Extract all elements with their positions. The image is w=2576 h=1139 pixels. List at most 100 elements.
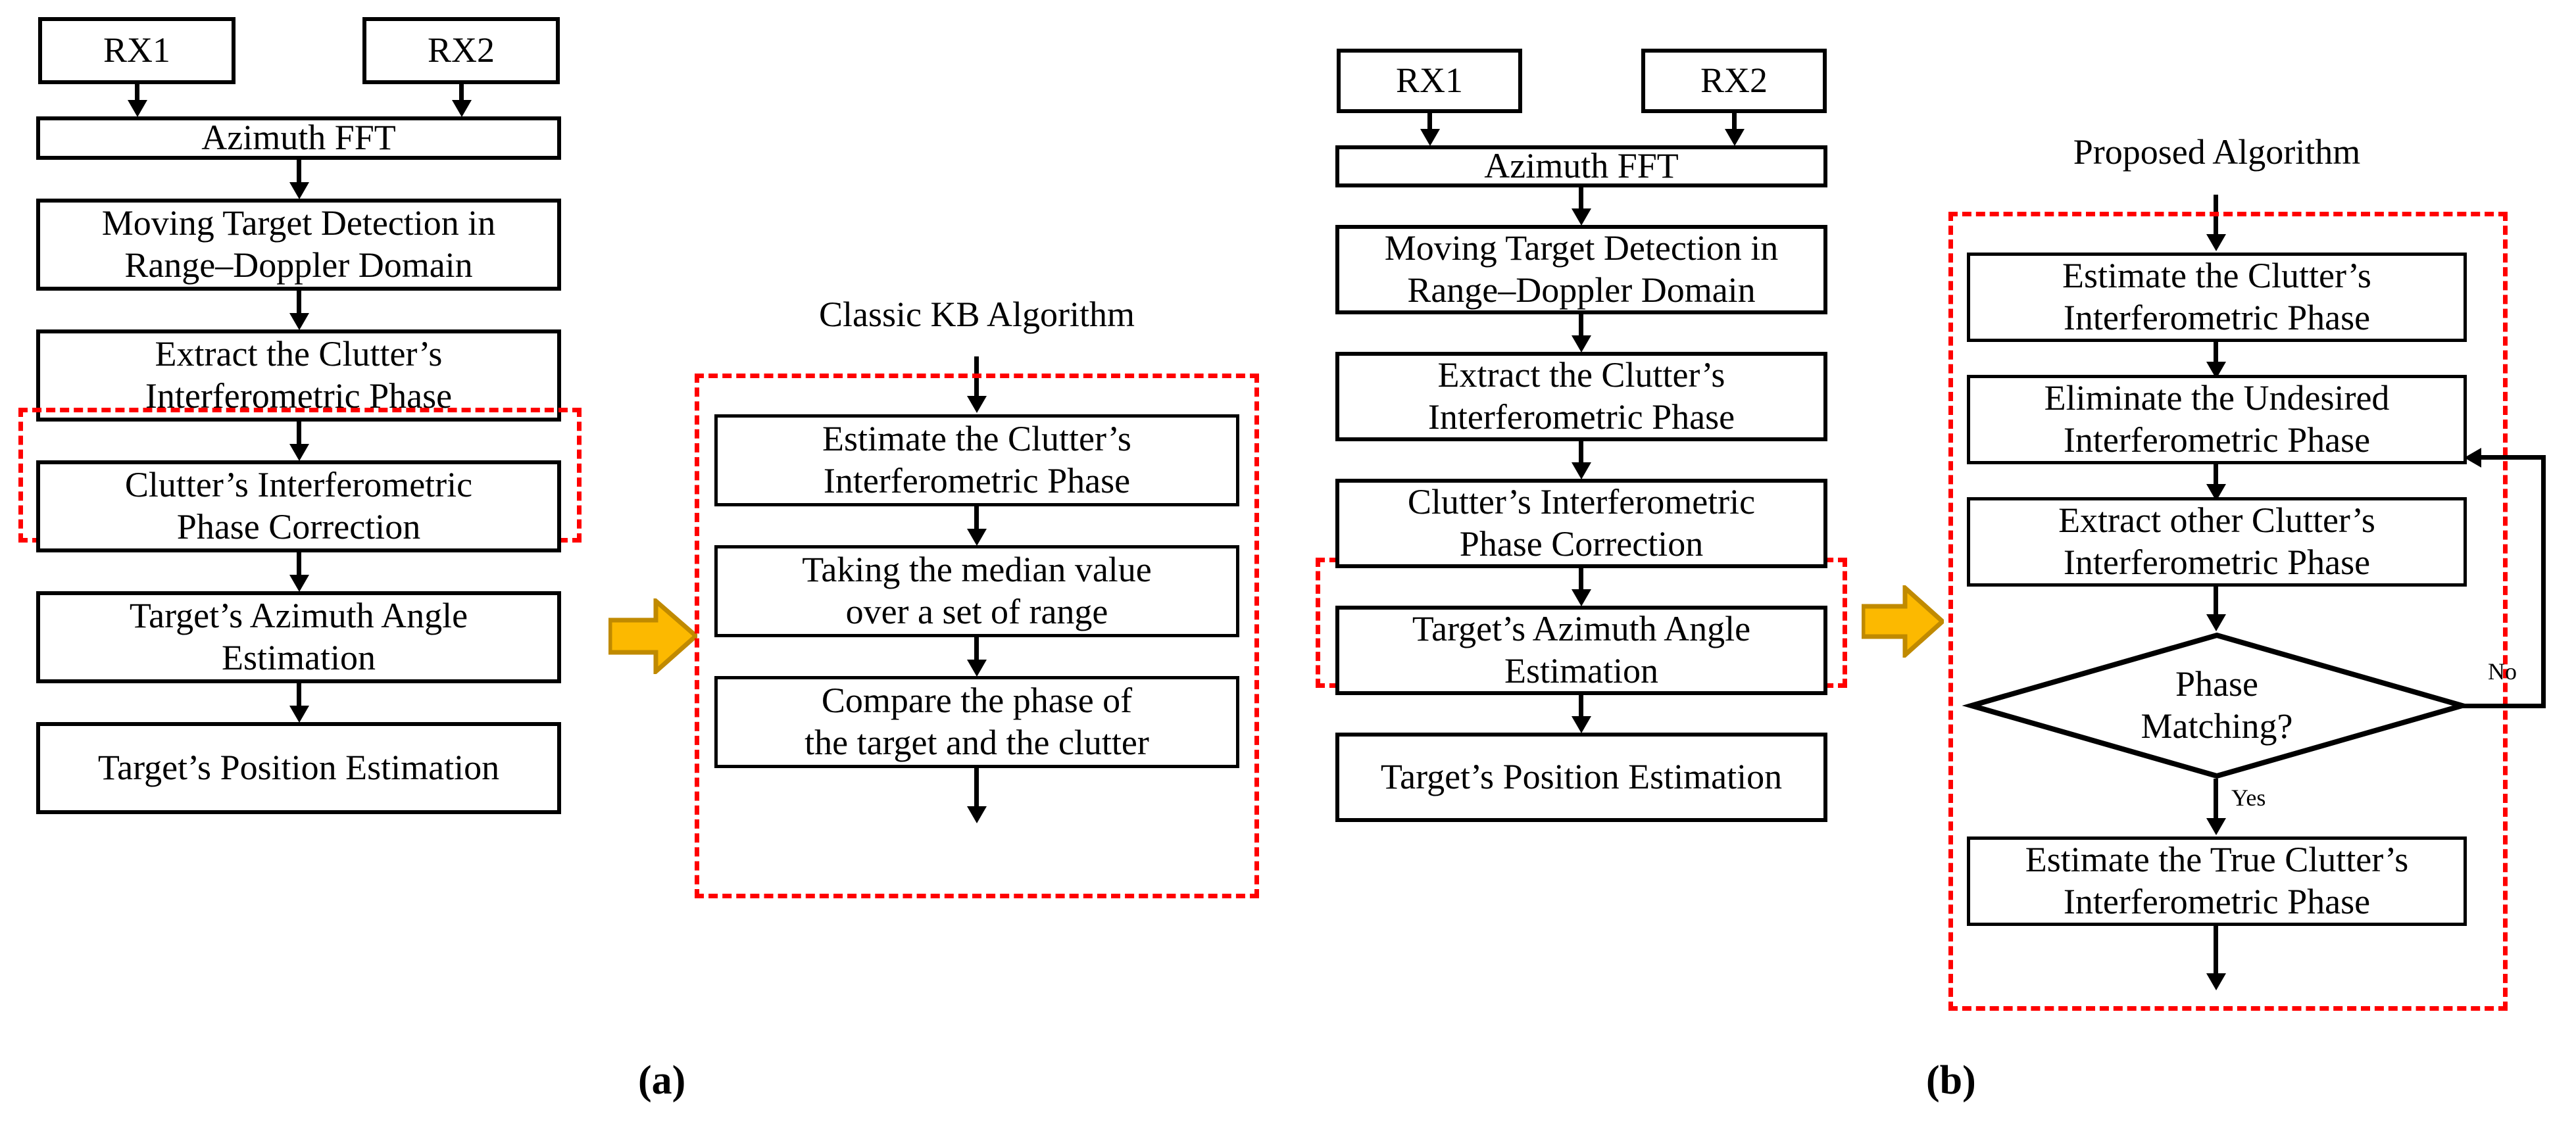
edge-label-no: No xyxy=(2488,658,2517,685)
node-label: Target’s Azimuth Angle Estimation xyxy=(1412,609,1751,691)
node-azimuth-fft-b: Azimuth FFT xyxy=(1335,145,1827,187)
caption-text: Proposed Algorithm xyxy=(2073,132,2361,172)
node-moving-target-detection-a: Moving Target Detection in Range–Doppler… xyxy=(36,199,561,291)
node-label: RX2 xyxy=(1700,61,1768,101)
node-label: Eliminate the Undesired Interferometric … xyxy=(2044,378,2390,460)
arrowhead-icon xyxy=(1572,208,1591,226)
arrowhead-icon xyxy=(289,444,309,461)
panel-label-text: (b) xyxy=(1926,1058,1976,1103)
node-label: Target’s Azimuth Angle Estimation xyxy=(129,596,468,677)
connector-fft-to-mtd-a xyxy=(297,160,301,187)
edge-label-text: Yes xyxy=(2231,785,2266,811)
connector-rx1-to-fft-b xyxy=(1427,113,1432,134)
node-proposed-final-step: Estimate the True Clutter’s Interferomet… xyxy=(1967,836,2467,926)
node-label: Azimuth FFT xyxy=(201,118,396,158)
arrowhead-icon xyxy=(2206,818,2226,835)
arrowhead-icon xyxy=(1420,129,1440,146)
node-phase-correction-b: Clutter’s Interferometric Phase Correcti… xyxy=(1335,479,1827,568)
node-label: Azimuth FFT xyxy=(1484,146,1679,186)
node-kb-step-1: Estimate the Clutter’s Interferometric P… xyxy=(714,414,1239,506)
arrowhead-icon xyxy=(1725,129,1745,146)
node-extract-clutter-phase-b: Extract the Clutter’s Interferometric Ph… xyxy=(1335,352,1827,441)
node-kb-step-3: Compare the phase of the target and the … xyxy=(714,676,1239,768)
connector-proposed-2-to-3 xyxy=(2214,464,2218,489)
feedback-no-horizontal-in xyxy=(2480,455,2544,460)
node-rx2-b: RX2 xyxy=(1641,49,1827,113)
panel-label-text: (a) xyxy=(638,1058,686,1103)
node-decision-phase-matching: Phase Matching? xyxy=(1962,632,2472,779)
arrowhead-icon xyxy=(967,806,987,823)
node-label: Taking the median value over a set of ra… xyxy=(802,550,1152,631)
arrowhead-icon xyxy=(289,313,309,330)
node-label: Target’s Position Estimation xyxy=(1380,757,1783,797)
panel-label-b: (b) xyxy=(1926,1057,1976,1104)
edge-label-yes: Yes xyxy=(2231,784,2266,812)
node-proposed-step-2: Eliminate the Undesired Interferometric … xyxy=(1967,375,2467,464)
connector-extract-to-correction-a xyxy=(297,422,301,449)
node-label: Clutter’s Interferometric Phase Correcti… xyxy=(124,465,473,546)
connector-proposed-3-to-decision xyxy=(2214,587,2218,625)
node-label: Extract the Clutter’s Interferometric Ph… xyxy=(1427,355,1735,437)
node-label: Moving Target Detection in Range–Doppler… xyxy=(1384,228,1779,310)
caption-text: Classic KB Algorithm xyxy=(818,295,1135,334)
connector-mtd-to-extract-b xyxy=(1579,314,1583,341)
node-label: RX1 xyxy=(1395,61,1463,101)
node-proposed-step-3: Extract other Clutter’s Interferometric … xyxy=(1967,497,2467,587)
node-position-estimation-b: Target’s Position Estimation xyxy=(1335,733,1827,822)
arrowhead-icon xyxy=(2206,614,2226,631)
arrowhead-icon xyxy=(289,706,309,723)
node-label: Target’s Position Estimation xyxy=(97,748,500,788)
connector-kb-exit xyxy=(974,768,979,812)
connector-fft-to-mtd-b xyxy=(1579,187,1583,214)
arrowhead-icon xyxy=(1572,716,1591,733)
connector-into-proposed xyxy=(2214,195,2218,239)
connector-rx2-to-fft-a xyxy=(459,84,464,105)
node-proposed-step-1: Estimate the Clutter’s Interferometric P… xyxy=(1967,253,2467,342)
node-rx1-b: RX1 xyxy=(1337,49,1522,113)
feedback-no-horizontal-out xyxy=(2460,704,2546,708)
feedback-no-vertical xyxy=(2541,455,2546,708)
transition-arrow-b xyxy=(1862,585,1944,658)
node-label: Extract other Clutter’s Interferometric … xyxy=(2058,500,2375,582)
connector-correction-to-angle-a xyxy=(297,552,301,580)
title-classic-kb-algorithm: Classic KB Algorithm xyxy=(717,294,1237,335)
connector-proposed-1-to-2 xyxy=(2214,342,2218,367)
connector-mtd-to-extract-a xyxy=(297,291,301,318)
node-azimuth-angle-estimation-b: Target’s Azimuth Angle Estimation xyxy=(1335,606,1827,695)
connector-rx2-to-fft-b xyxy=(1732,113,1737,134)
connector-angle-to-position-a xyxy=(297,683,301,711)
arrowhead-icon xyxy=(1572,335,1591,352)
node-rx1-a: RX1 xyxy=(38,17,235,84)
node-label: Clutter’s Interferometric Phase Correcti… xyxy=(1407,482,1756,564)
arrowhead-icon xyxy=(1572,589,1591,606)
arrowhead-icon xyxy=(967,396,987,413)
arrowhead-icon xyxy=(289,182,309,199)
node-label: RX2 xyxy=(427,30,495,70)
arrowhead-icon xyxy=(967,660,987,677)
node-azimuth-fft-a: Azimuth FFT xyxy=(36,116,561,160)
connector-decision-yes xyxy=(2214,779,2218,829)
node-label: RX1 xyxy=(103,30,170,70)
connector-into-kb-a xyxy=(974,356,979,401)
connector-extract-to-correction-b xyxy=(1579,441,1583,468)
node-position-estimation-a: Target’s Position Estimation xyxy=(36,722,561,814)
arrowhead-icon xyxy=(2206,973,2226,990)
arrowhead-icon xyxy=(1572,462,1591,479)
node-label: Estimate the True Clutter’s Interferomet… xyxy=(2025,840,2409,921)
arrowhead-icon xyxy=(2206,234,2226,251)
arrowhead-icon xyxy=(452,100,472,117)
connector-proposed-exit xyxy=(2214,926,2218,979)
node-phase-correction-a: Clutter’s Interferometric Phase Correcti… xyxy=(36,460,561,552)
node-label: Estimate the Clutter’s Interferometric P… xyxy=(822,419,1131,500)
transition-arrow-a xyxy=(608,598,697,674)
connector-correction-to-angle-b xyxy=(1579,568,1583,594)
panel-label-a: (a) xyxy=(638,1057,685,1104)
connector-kb-1-to-2 xyxy=(974,506,979,534)
node-azimuth-angle-estimation-a: Target’s Azimuth Angle Estimation xyxy=(36,591,561,683)
title-proposed-algorithm: Proposed Algorithm xyxy=(1967,132,2467,172)
arrowhead-icon xyxy=(128,100,147,117)
node-kb-step-2: Taking the median value over a set of ra… xyxy=(714,545,1239,637)
arrowhead-icon xyxy=(967,529,987,546)
node-rx2-a: RX2 xyxy=(362,17,560,84)
